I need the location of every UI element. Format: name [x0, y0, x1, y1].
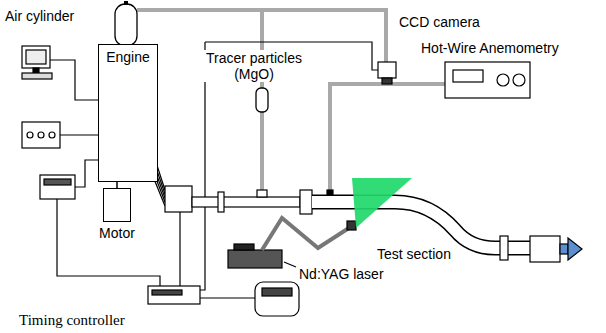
test-section-outline	[312, 202, 530, 248]
duct	[165, 186, 333, 214]
component-label: Nd:YAG laser	[298, 266, 385, 282]
timing-controller	[148, 286, 200, 304]
component-label: Timing controller	[18, 312, 126, 329]
air-cylinder	[115, 4, 137, 46]
component-label: Air cylinder	[4, 8, 75, 24]
test-section-duct	[312, 202, 530, 248]
component-label: Tracer particles (MgO)	[194, 50, 314, 82]
tracer-seeder	[256, 88, 268, 112]
air-line	[137, 10, 445, 190]
signal-line	[50, 42, 378, 298]
cylinder-valve	[124, 1, 128, 5]
ccd-camera	[378, 62, 396, 84]
node-label: Engine	[99, 45, 157, 65]
node-label: Motor	[99, 225, 135, 241]
instruments	[22, 46, 75, 199]
component-label: Hot-Wire Anemometry	[420, 40, 560, 56]
motor-box: Motor	[103, 188, 131, 222]
engine-box: Engine	[98, 44, 158, 182]
component-label: CCD camera	[398, 14, 481, 30]
component-label: Test section	[376, 246, 452, 262]
duct-end	[500, 236, 582, 262]
laser-sheet	[352, 178, 412, 228]
hot-wire-anemometer	[445, 62, 530, 98]
